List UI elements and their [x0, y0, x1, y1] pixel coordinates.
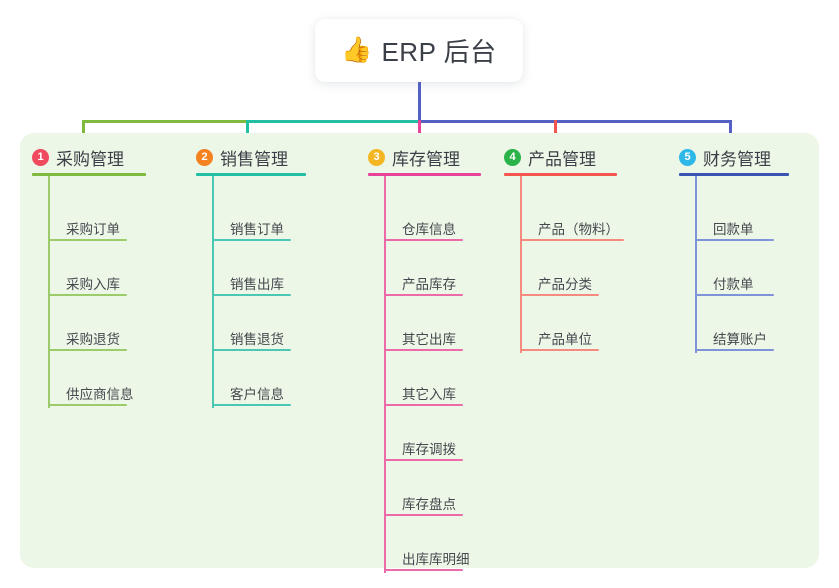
leaf-rule	[384, 239, 463, 241]
column-rule-2	[196, 173, 306, 176]
bus-connector-teal	[246, 120, 420, 123]
leaf-item[interactable]: 产品分类	[538, 277, 592, 292]
leaf-item[interactable]: 供应商信息	[66, 387, 134, 402]
drop-connector-2	[246, 120, 249, 145]
drop-connector-5	[729, 120, 732, 145]
column-badge-2: 2	[196, 149, 213, 166]
column-rule-3	[368, 173, 481, 176]
leaf-item[interactable]: 其它出库	[402, 332, 456, 347]
leaf-rule	[695, 239, 774, 241]
leaf-rule	[384, 569, 463, 571]
leaf-item[interactable]: 其它入库	[402, 387, 456, 402]
column-header-4[interactable]: 4 产品管理	[504, 145, 596, 170]
column-rule-1	[32, 173, 146, 176]
drop-connector-3	[418, 120, 421, 145]
leaf-item[interactable]: 产品单位	[538, 332, 592, 347]
column-header-2[interactable]: 2 销售管理	[196, 145, 288, 170]
leaf-rule	[212, 239, 291, 241]
leaf-rule	[212, 294, 291, 296]
leaf-item[interactable]: 采购入库	[66, 277, 120, 292]
leaf-rule	[212, 349, 291, 351]
column-badge-5: 5	[679, 149, 696, 166]
leaf-rule	[48, 349, 127, 351]
leaf-rule	[695, 294, 774, 296]
leaf-item[interactable]: 结算账户	[713, 332, 767, 347]
bus-connector-green	[82, 120, 248, 123]
column-title-4: 产品管理	[528, 150, 596, 169]
column-stem-5	[695, 176, 697, 353]
leaf-rule	[384, 514, 463, 516]
leaf-rule	[48, 294, 127, 296]
root-node-title: ERP 后台	[381, 37, 497, 67]
column-stem-3	[384, 176, 386, 573]
root-stem-connector	[418, 82, 421, 122]
leaf-rule	[520, 349, 599, 351]
column-rule-5	[679, 173, 789, 176]
drop-connector-4	[554, 120, 557, 145]
column-header-1[interactable]: 1 采购管理	[32, 145, 124, 170]
leaf-item[interactable]: 出库库明细	[402, 552, 470, 567]
leaf-rule	[384, 404, 463, 406]
leaf-item[interactable]: 采购订单	[66, 222, 120, 237]
leaf-item[interactable]: 销售退货	[230, 332, 284, 347]
leaf-rule	[520, 294, 599, 296]
column-stem-4	[520, 176, 522, 353]
column-header-5[interactable]: 5 财务管理	[679, 145, 771, 170]
leaf-rule	[384, 294, 463, 296]
leaf-rule	[384, 459, 463, 461]
column-badge-1: 1	[32, 149, 49, 166]
column-title-1: 采购管理	[56, 150, 124, 169]
leaf-item[interactable]: 产品库存	[402, 277, 456, 292]
column-stem-1	[48, 176, 50, 408]
bus-connector-blue	[418, 120, 732, 123]
leaf-rule	[48, 404, 127, 406]
column-header-3[interactable]: 3 库存管理	[368, 145, 460, 170]
column-title-3: 库存管理	[392, 150, 460, 169]
leaf-item[interactable]: 客户信息	[230, 387, 284, 402]
root-node-content: 👍 ERP 后台	[341, 32, 496, 69]
leaf-item[interactable]: 产品（物料）	[538, 222, 619, 237]
thumbs-up-icon: 👍	[341, 36, 373, 64]
column-stem-2	[212, 176, 214, 408]
leaf-item[interactable]: 销售出库	[230, 277, 284, 292]
diagram-panel: 1 采购管理采购订单采购入库采购退货供应商信息 2 销售管理销售订单销售出库销售退货客…	[20, 133, 819, 573]
leaf-item[interactable]: 仓库信息	[402, 222, 456, 237]
leaf-rule	[520, 239, 624, 241]
column-rule-4	[504, 173, 617, 176]
column-title-2: 销售管理	[220, 150, 288, 169]
leaf-item[interactable]: 回款单	[713, 222, 754, 237]
leaf-rule	[212, 404, 291, 406]
leaf-rule	[48, 239, 127, 241]
leaf-item[interactable]: 采购退货	[66, 332, 120, 347]
column-badge-3: 3	[368, 149, 385, 166]
root-node[interactable]: 👍 ERP 后台	[315, 19, 523, 82]
column-badge-4: 4	[504, 149, 521, 166]
leaf-item[interactable]: 销售订单	[230, 222, 284, 237]
leaf-rule	[695, 349, 774, 351]
drop-connector-1	[82, 120, 85, 145]
leaf-rule	[384, 349, 463, 351]
column-title-5: 财务管理	[703, 150, 771, 169]
leaf-item[interactable]: 付款单	[713, 277, 754, 292]
leaf-item[interactable]: 库存调拨	[402, 442, 456, 457]
leaf-item[interactable]: 库存盘点	[402, 497, 456, 512]
